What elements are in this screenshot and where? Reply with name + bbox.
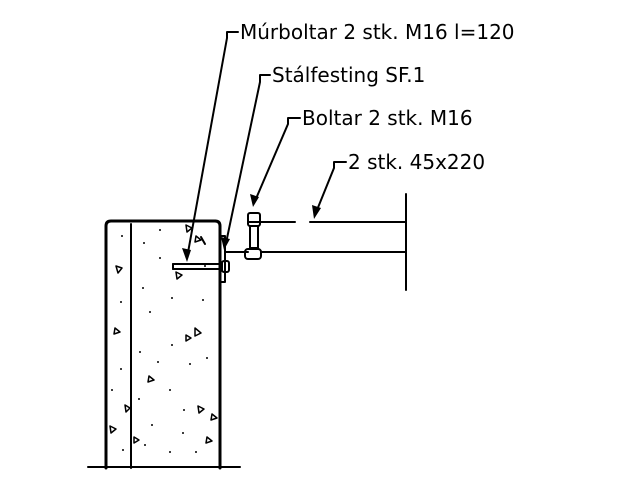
leader-lines: [182, 31, 347, 262]
through-bolt: [244, 212, 262, 260]
concrete-hatch: [109, 224, 218, 453]
label-beams: 2 stk. 45x220: [348, 150, 485, 174]
label-anchor-bolts: Múrboltar 2 stk. M16 l=120: [240, 20, 515, 44]
label-steel-bracket: Stálfesting SF.1: [272, 63, 425, 87]
concrete-wall: [87, 219, 241, 470]
label-bolts: Boltar 2 stk. M16: [302, 106, 473, 130]
timber-beams: [247, 193, 407, 291]
